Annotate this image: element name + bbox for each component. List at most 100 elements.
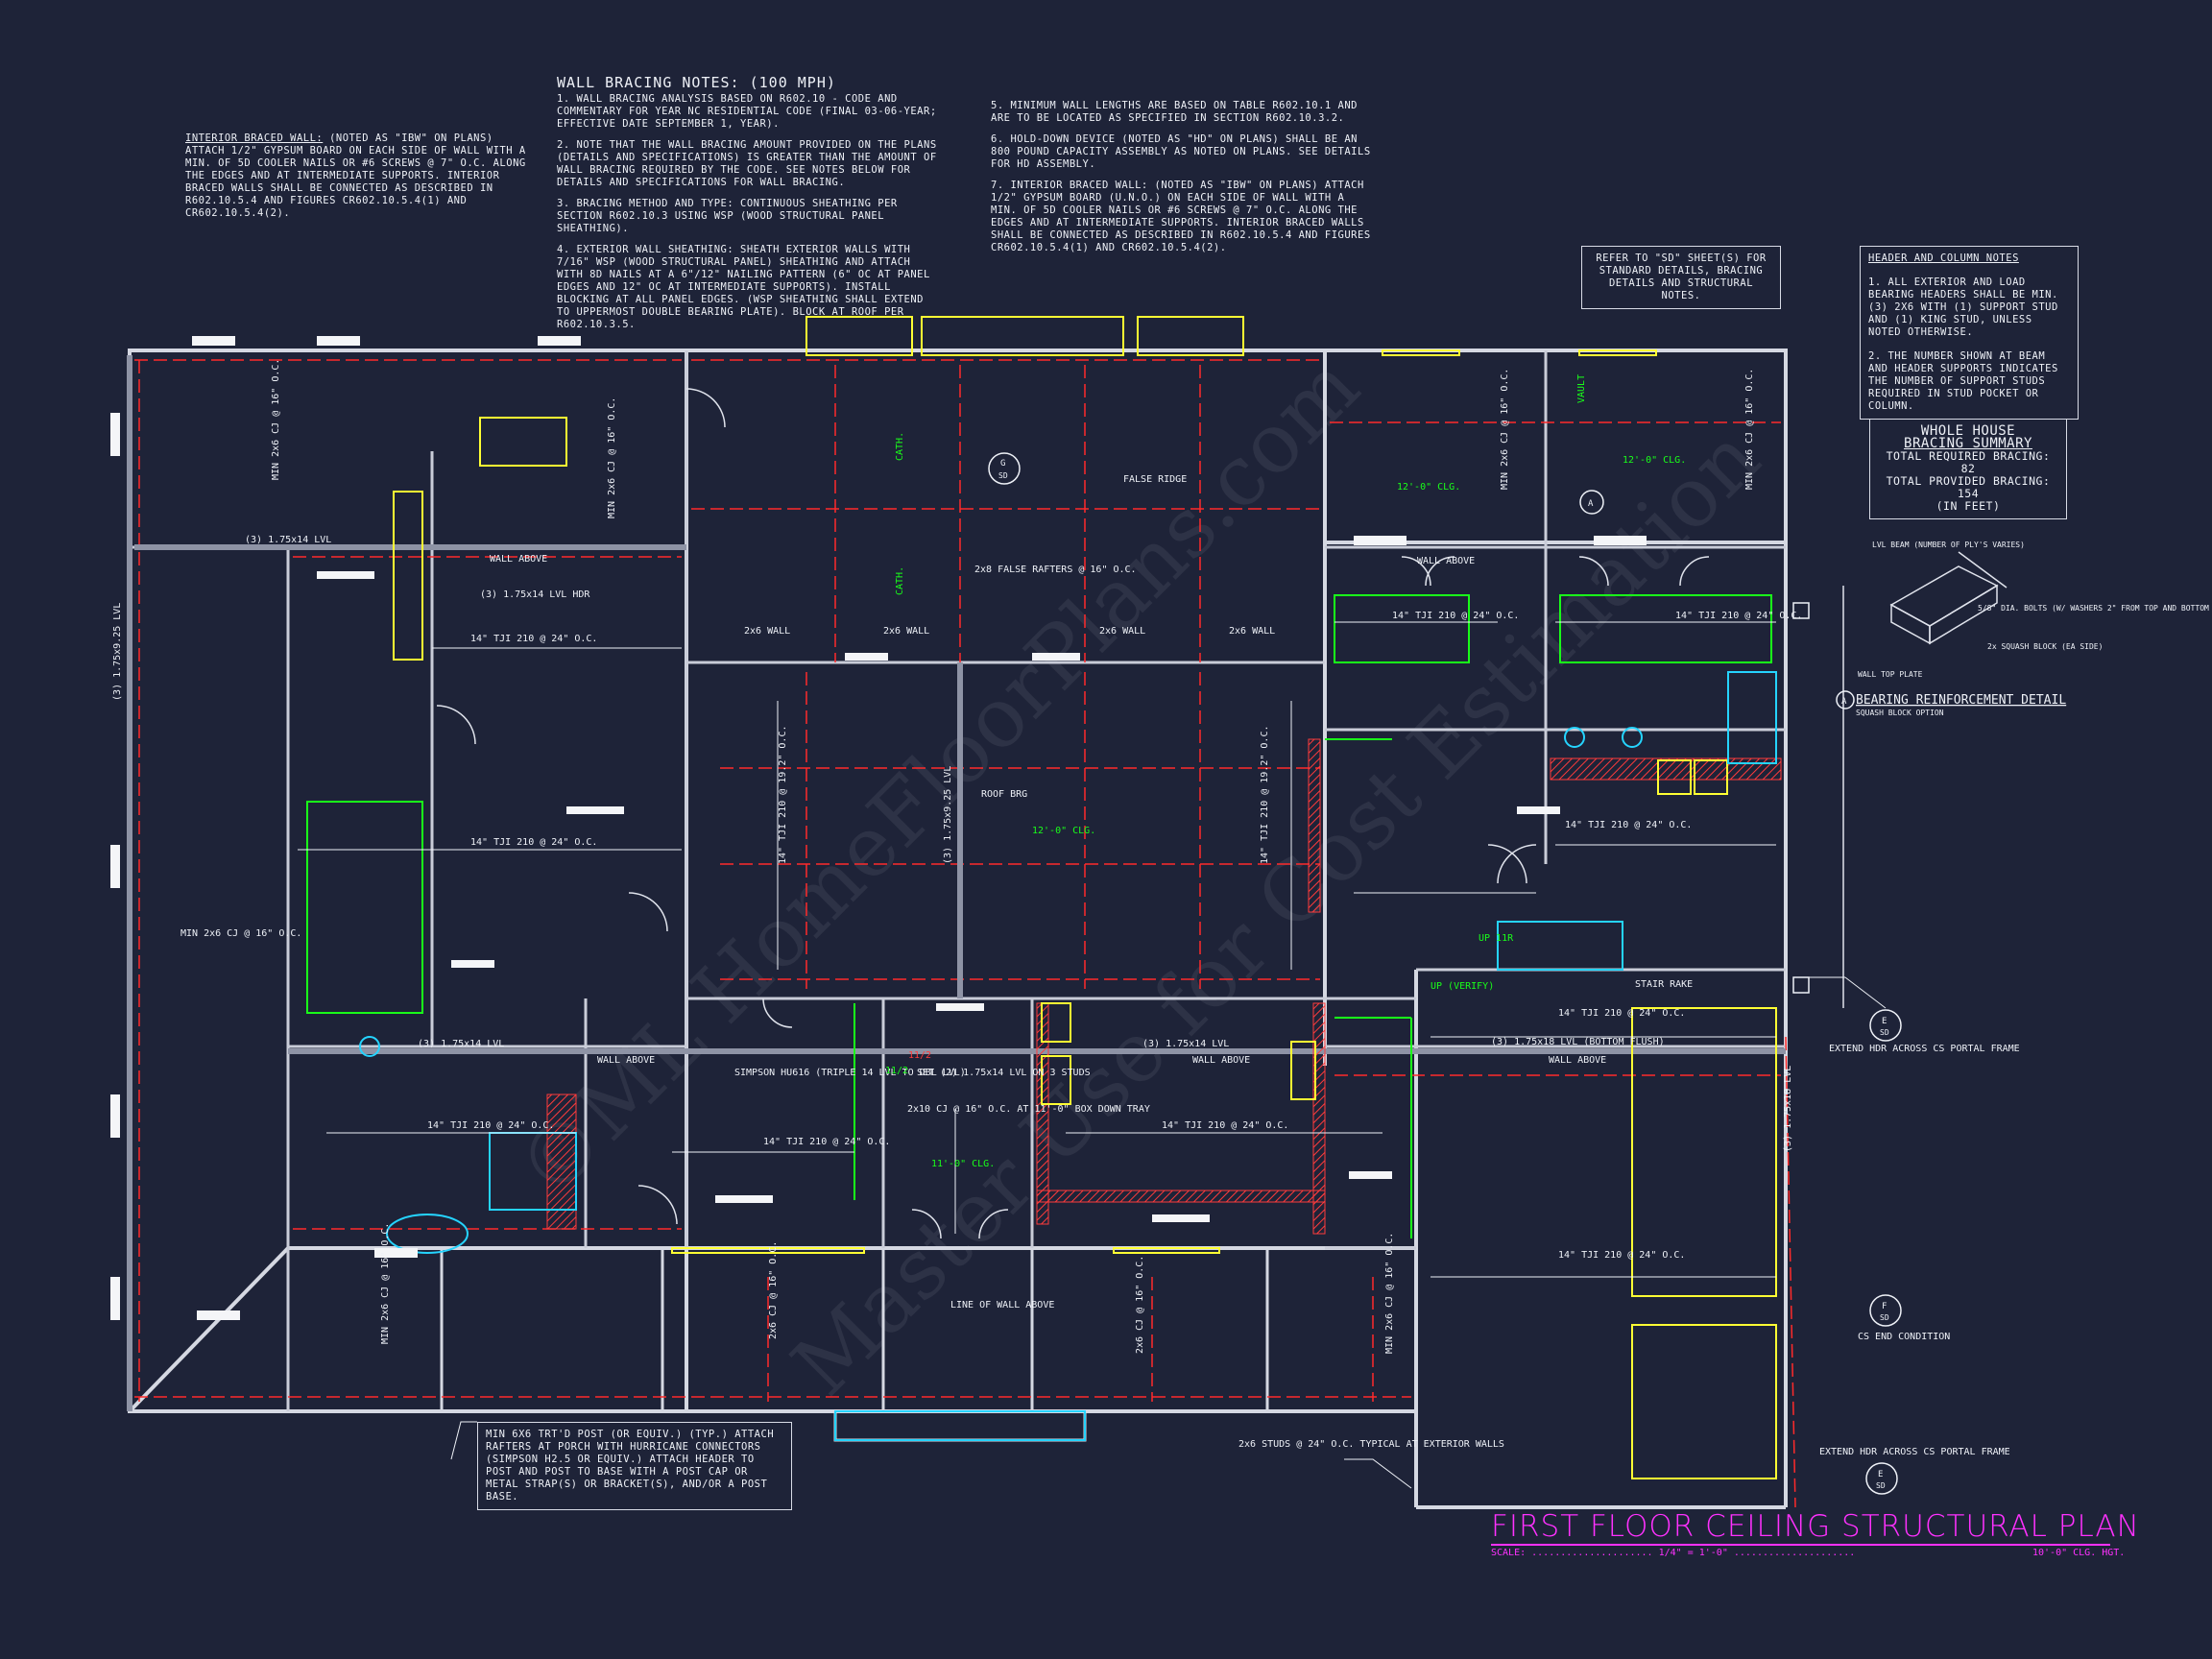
label-vault: VAULT [1576, 374, 1587, 403]
label-wall-above-5: WALL ABOVE [1549, 1055, 1606, 1066]
header-column-item-2: 2. THE NUMBER SHOWN AT BEAM AND HEADER S… [1868, 350, 2058, 412]
hatched-walls [546, 738, 1782, 1235]
leader-lines [450, 976, 1887, 1489]
label-extend-hdr-1: EXTEND HDR ACROSS CS PORTAL FRAME [1829, 1044, 2020, 1054]
wall-bracing-note-6: 6. HOLD-DOWN DEVICE (NOTED AS "HD" ON PL… [991, 133, 1371, 170]
label-set-2: SET (2) 1.75x14 LVL ON 3 STUDS [917, 1068, 1091, 1078]
label-2x6-wall-2: 2x6 WALL [883, 626, 929, 637]
ref-sd-g: SD [998, 471, 1008, 480]
wall-outline-right-wing [1323, 349, 1788, 544]
label-false-rafters: 2x8 FALSE RAFTERS @ 16" O.C. [974, 565, 1137, 575]
door-swings [436, 388, 1710, 1239]
bracing-summary-units: (IN FEET) [1936, 499, 2001, 513]
label-min-cj-left: MIN 2x6 CJ @ 16" O.C. [180, 928, 301, 939]
window-markers [110, 336, 1647, 1320]
label-tji-5: 14" TJI 210 @ 24" O.C. [1675, 611, 1802, 621]
detail-subtitle: SQUASH BLOCK OPTION [1856, 709, 1944, 717]
label-tji-4: 14" TJI 210 @ 24" O.C. [1392, 611, 1519, 621]
detail-bolt-note: 5/8" DIA. BOLTS (W/ WASHERS 2" FROM TOP … [1978, 604, 2209, 613]
label-2x6-wall-3: 2x6 WALL [1099, 626, 1145, 637]
label-lvl-925-center: (3) 1.75x9.25 LVL [943, 766, 953, 864]
cyan-fixtures [359, 671, 1777, 1441]
label-2x6-wall-4: 2x6 WALL [1229, 626, 1275, 637]
label-tji-8: 14" TJI 210 @ 24" O.C. [1162, 1120, 1288, 1131]
wall-bracing-note-3: 3. BRACING METHOD AND TYPE: CONTINUOUS S… [557, 198, 898, 234]
label-up-11r: UP 11R [1479, 933, 1514, 944]
ref-f: F [1882, 1302, 1887, 1311]
detail-marker: A [1841, 697, 1847, 707]
label-min-cj-center: MIN 2x6 CJ @ 16" O.C. [607, 397, 617, 518]
label-tji-7: 14" TJI 210 @ 24" O.C. [763, 1137, 890, 1147]
wall-bracing-note-7: 7. INTERIOR BRACED WALL: (NOTED AS "IBW"… [991, 180, 1371, 253]
label-cath-2: CATH. [895, 566, 905, 595]
label-wall-above-4: WALL ABOVE [1192, 1055, 1250, 1066]
label-line-of-wall: LINE OF WALL ABOVE [950, 1300, 1054, 1310]
wall-bracing-note-5: 5. MINIMUM WALL LENGTHS ARE BASED ON TAB… [991, 100, 1358, 124]
label-up-verify: UP (VERIFY) [1431, 981, 1494, 992]
ref-e-1: E [1882, 1017, 1887, 1026]
label-cs-end: CS END CONDITION [1858, 1332, 1950, 1342]
sheet-scale: SCALE: ..................... 1/4" = 1'-0… [1491, 1548, 1856, 1558]
label-cj-porch-2: 2x6 CJ @ 16" O.C. [1135, 1256, 1145, 1354]
header-column-notes: HEADER AND COLUMN NOTES 1. ALL EXTERIOR … [1860, 246, 2079, 420]
sheet-title-underline [1491, 1544, 2110, 1546]
wall-bracing-note-1: 1. WALL BRACING ANALYSIS BASED ON R602.1… [557, 93, 937, 130]
detail-plate-note: WALL TOP PLATE [1858, 670, 1923, 679]
label-studs-24: 2x6 STUDS @ 24" O.C. TYPICAL AT EXTERIOR… [1238, 1439, 1504, 1450]
label-cj-porch-1: 2x6 CJ @ 16" O.C. [768, 1241, 779, 1339]
ibw-title: INTERIOR BRACED WALL: [185, 132, 324, 144]
sheet-title: FIRST FLOOR CEILING STRUCTURAL PLAN [1491, 1509, 2140, 1544]
bracing-summary-box: WHOLE HOUSE BRACING SUMMARY TOTAL REQUIR… [1869, 419, 2067, 519]
label-cj-2x10: 2x10 CJ @ 16" O.C. AT 11'-0" BOX DOWN TR… [907, 1104, 1150, 1115]
ibw-text: (NOTED AS "IBW" ON PLANS) ATTACH 1/2" GY… [185, 132, 526, 219]
label-tji-1: 14" TJI 210 @ 24" O.C. [470, 634, 597, 644]
label-lvl-beam-3: (3) 1.75x14 LVL [1142, 1039, 1229, 1049]
wall-bracing-title: WALL BRACING NOTES: (100 MPH) [557, 74, 836, 91]
label-clg-12-right-1: 12'-0" CLG. [1397, 482, 1460, 493]
label-lvl-beam-2: (3) 1.75x14 LVL [418, 1039, 504, 1049]
label-roof-brg: ROOF BRG [981, 789, 1027, 800]
label-lvl-side: (3) 1.75x18 LVL [1783, 1066, 1793, 1152]
detail-lvl-note: LVL BEAM (NUMBER OF PLY'S VARIES) [1872, 541, 2025, 549]
wall-bracing-note-4: 4. EXTERIOR WALL SHEATHING: SHEATH EXTER… [557, 244, 930, 330]
label-tji-6: 14" TJI 210 @ 24" O.C. [1565, 820, 1692, 830]
label-clg-11: 11'-0" CLG. [931, 1159, 995, 1169]
label-lvl-hdr: (3) 1.75x14 LVL HDR [480, 589, 590, 600]
reference-bubbles [988, 452, 1902, 1495]
label-tji-192-2: 14" TJI 210 @ 19.2" O.C. [1260, 726, 1270, 865]
label-cj-porch-4: MIN 2x6 CJ @ 16" O.C. [1384, 1233, 1395, 1354]
bracing-summary-title-2: BRACING SUMMARY [1904, 436, 2032, 451]
label-wall-above-3: WALL ABOVE [1417, 556, 1475, 566]
label-clg-12-right-2: 12'-0" CLG. [1623, 455, 1686, 466]
wall-bracing-note-2: 2. NOTE THAT THE WALL BRACING AMOUNT PRO… [557, 139, 937, 188]
label-hdr-2: 11/2 [885, 1066, 908, 1076]
label-false-ridge: FALSE RIDGE [1123, 474, 1187, 485]
ref-e-2: E [1878, 1470, 1883, 1479]
detail-title: BEARING REINFORCEMENT DETAIL [1856, 693, 2066, 708]
bracing-summary-provided: TOTAL PROVIDED BRACING: 154 [1886, 474, 2051, 500]
label-tji-9: 14" TJI 210 @ 24" O.C. [1558, 1008, 1685, 1019]
sheet-clg-height: 10'-0" CLG. HGT. [2032, 1548, 2126, 1558]
ref-sd-e1: SD [1880, 1028, 1889, 1037]
detail-squash-note: 2x SQUASH BLOCK (EA SIDE) [1987, 642, 2103, 651]
label-lvl-925: (3) 1.75x9.25 LVL [112, 603, 123, 701]
fixtures [393, 316, 1777, 1479]
label-lvl-beam-1: (3) 1.75x14 LVL [245, 535, 331, 545]
label-clg-12-center: 12'-0" CLG. [1032, 826, 1095, 836]
label-min-cj-top-left: MIN 2x6 CJ @ 16" O.C. [271, 359, 281, 480]
label-hdr-1: 11/2 [908, 1050, 931, 1061]
ref-sd-f: SD [1880, 1313, 1889, 1322]
label-cj-porch-3: MIN 2x6 CJ @ 16" O.C. [380, 1223, 391, 1344]
lvl-beams [127, 355, 1786, 1411]
label-lvl-bottom-flush: (3) 1.75x18 LVL (BOTTOM FLUSH) [1491, 1037, 1665, 1047]
label-tji-3: 14" TJI 210 @ 24" O.C. [427, 1120, 554, 1131]
exterior-walls [128, 349, 1788, 1509]
ref-sd-e2: SD [1876, 1481, 1886, 1490]
green-elements [306, 594, 1772, 1238]
ref-a: A [1588, 499, 1594, 509]
header-column-title: HEADER AND COLUMN NOTES [1868, 252, 2019, 264]
label-wall-above-2: WALL ABOVE [597, 1055, 655, 1066]
bracing-summary-required: TOTAL REQUIRED BRACING: 82 [1886, 449, 2051, 475]
dimension-lines [298, 621, 1776, 1278]
